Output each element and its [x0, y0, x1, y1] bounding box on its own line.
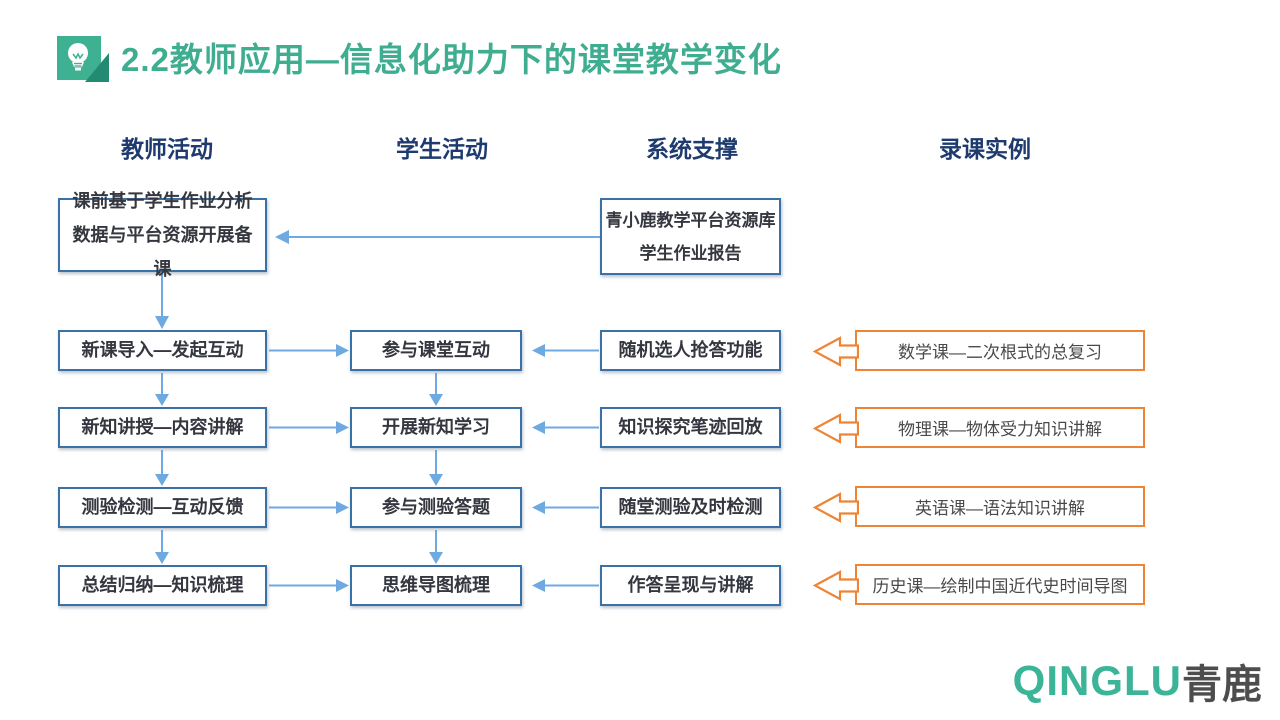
flow-box-student-interact: 参与课堂互动	[350, 330, 522, 371]
example-label: 历史课—绘制中国近代史时间导图	[872, 577, 1128, 596]
column-header-teacher: 教师活动	[121, 136, 213, 162]
system-platform-line2: 学生作业报告	[639, 243, 742, 263]
example-callout-history: 历史课—绘制中国近代史时间导图	[813, 564, 1145, 605]
column-header-system: 系统支撑	[646, 136, 738, 162]
title-row: 2.2教师应用—信息化助力下的课堂教学变化	[57, 36, 782, 84]
flow-box-teacher-teach: 新知讲授—内容讲解	[58, 407, 267, 448]
flow-box-student-quiz: 参与测验答题	[350, 487, 522, 528]
column-header-student: 学生活动	[396, 136, 488, 162]
example-label: 英语课—语法知识讲解	[915, 499, 1085, 518]
example-callout-english: 英语课—语法知识讲解	[813, 486, 1145, 527]
left-arrow-icon	[813, 492, 859, 523]
brand-logo: QINGLU 青鹿	[1013, 652, 1262, 710]
example-callout-physics: 物理课—物体受力知识讲解	[813, 407, 1145, 448]
left-arrow-icon	[813, 570, 859, 601]
flow-box-teacher-prep: 课前基于学生作业分析数据与平台资源开展备课	[58, 191, 267, 279]
left-arrow-icon	[813, 336, 859, 367]
example-label: 物理课—物体受力知识讲解	[898, 420, 1102, 439]
flow-box-teacher-summary: 总结归纳—知识梳理	[58, 565, 267, 606]
flow-box-teacher-test: 测验检测—互动反馈	[58, 487, 267, 528]
brand-logo-cjk: 青鹿	[1182, 663, 1262, 707]
flow-box-student-mindmap: 思维导图梳理	[350, 565, 522, 606]
brand-logo-latin: QINGLU	[1012, 657, 1182, 704]
left-arrow-icon	[813, 413, 859, 444]
flow-box-teacher-intro: 新课导入—发起互动	[58, 330, 267, 371]
column-header-examples: 录课实例	[939, 136, 1031, 162]
flow-box-system-random-pick: 随机选人抢答功能	[600, 330, 781, 371]
lightbulb-icon	[57, 36, 109, 82]
example-callout-math: 数学课—二次根式的总复习	[813, 330, 1145, 371]
flow-box-system-replay: 知识探究笔迹回放	[600, 407, 781, 448]
page-title: 2.2教师应用—信息化助力下的课堂教学变化	[121, 41, 782, 78]
flow-box-system-quiz-check: 随堂测验及时检测	[600, 487, 781, 528]
flow-box-system-present: 作答呈现与讲解	[600, 565, 781, 606]
system-platform-line1: 青小鹿教学平台资源库	[605, 210, 776, 230]
example-label: 数学课—二次根式的总复习	[898, 343, 1102, 362]
flow-box-system-platform: 青小鹿教学平台资源库 学生作业报告	[600, 198, 781, 275]
flow-box-student-learn: 开展新知学习	[350, 407, 522, 448]
